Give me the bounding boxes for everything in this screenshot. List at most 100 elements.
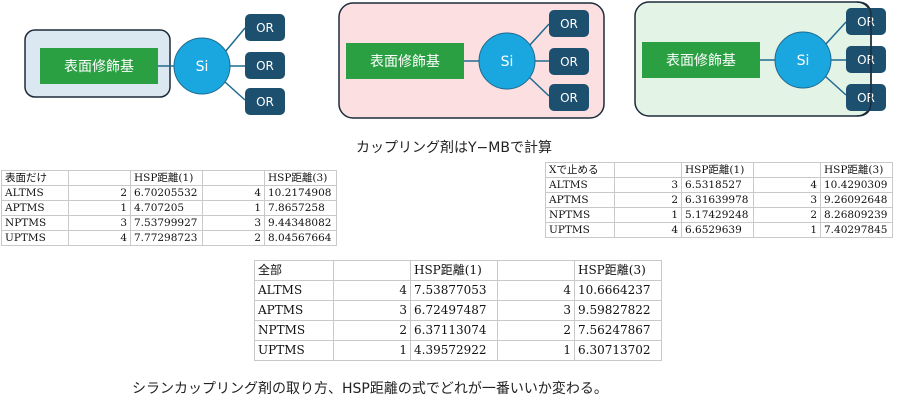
group-3-or-box-3 [846,84,886,111]
value-1: 6.31639978 [681,192,754,208]
table-row: APTMS 3 6.72497487 3 9.59827822 [254,300,662,321]
value-1: 6.70205532 [130,185,203,201]
table-row: NPTMS 2 6.37113074 2 7.56247867 [254,320,662,341]
rank-3: 4 [753,177,821,193]
table-row: NPTMS 1 5.17429248 2 8.26809239 [545,207,893,223]
group-1-or-label-2: OR [256,59,274,73]
caption-bottom: シランカップリング剤の取り方、HSP距離の式でどれが一番いいか変わる。 [132,381,608,397]
row-name: UPTMS [1,230,69,246]
row-name: UPTMS [545,222,615,238]
table-row: APTMS 1 4.707205 1 7.8657258 [1,200,337,216]
molecule-diagram: 表面修飾基 Si OR OR OR 表面修飾基 Si OR OR OR 表面修飾… [24,1,886,119]
value-1: 7.53799927 [130,215,203,231]
group-1-si-label: Si [196,59,209,75]
group-3-or-label-2: OR [857,53,875,67]
rank-1: 3 [68,215,131,231]
group-2-or-label-2: OR [560,55,578,69]
rank-3: 4 [202,185,265,201]
column-header-hsp1: HSP距離(1) [410,260,498,281]
rank-3: 1 [497,340,575,361]
group-3-or-label-1: OR [857,15,875,29]
group-3-surface-label: 表面修飾基 [666,52,736,69]
table-row: UPTMS 4 7.77298723 2 8.04567664 [1,230,337,246]
rank-3: 2 [202,230,265,246]
value-1: 6.72497487 [410,300,498,321]
table-header-row: 表面だけ HSP距離(1) HSP距離(3) [1,170,337,186]
value-1: 7.53877053 [410,280,498,301]
table-stop-at-x: Xで止める HSP距離(1) HSP距離(3) ALTMS 3 6.531852… [545,162,893,238]
row-name: ALTMS [545,177,615,193]
row-name: APTMS [254,300,334,321]
column-header-hsp3: HSP距離(3) [820,162,893,178]
table-row: UPTMS 1 4.39572922 1 6.30713702 [254,340,662,361]
table-title: 表面だけ [1,170,69,186]
row-name: ALTMS [254,280,334,301]
table-row: ALTMS 3 6.5318527 4 10.4290309 [545,177,893,193]
rank-1: 2 [68,185,131,201]
group-1-or-label-3: OR [256,95,274,109]
group-3-frame-edge [856,1,872,117]
group-1-or-box-2 [245,52,285,79]
table-all: 全部 HSP距離(1) HSP距離(3) ALTMS 4 7.53877053 … [254,260,662,361]
rank-3: 1 [202,200,265,216]
group-1-surface-box [40,48,158,84]
value-3: 8.04567664 [264,230,337,246]
value-1: 4.39572922 [410,340,498,361]
table-surface-only: 表面だけ HSP距離(1) HSP距離(3) ALTMS 2 6.7020553… [1,170,337,246]
group-1-or-box-1 [245,14,285,41]
rank-1: 1 [68,200,131,216]
group-2-or-label-3: OR [560,91,578,105]
row-name: NPTMS [254,320,334,341]
value-1: 5.17429248 [681,207,754,223]
group-3-si-circle [774,31,832,89]
value-3: 10.2174908 [264,185,337,201]
value-1: 6.5318527 [681,177,754,193]
rank-3: 3 [497,300,575,321]
row-name: UPTMS [254,340,334,361]
group-2-si-circle [478,32,536,90]
group-3-surface-box [642,42,760,78]
group-2-surface-box [346,43,464,79]
value-1: 6.6529639 [681,222,754,238]
value-3: 7.40297845 [820,222,893,238]
row-name: ALTMS [1,185,69,201]
rank-1: 2 [614,192,682,208]
group-3-si-label: Si [797,53,810,69]
rank-1: 3 [333,300,411,321]
group-3-or-box-2 [846,46,886,73]
rank-3: 3 [753,192,821,208]
value-3: 9.59827822 [574,300,662,321]
rank-3: 4 [497,280,575,301]
value-1: 4.707205 [130,200,203,216]
table-row: NPTMS 3 7.53799927 3 9.44348082 [1,215,337,231]
group-2-or-box-2 [549,48,589,75]
row-name: APTMS [1,200,69,216]
table-row: APTMS 2 6.31639978 3 9.26092648 [545,192,893,208]
rank-1: 2 [333,320,411,341]
value-1: 7.77298723 [130,230,203,246]
group-3-or-box-1 [846,8,886,35]
value-3: 10.6664237 [574,280,662,301]
value-1: 6.37113074 [410,320,498,341]
rank-1: 4 [614,222,682,238]
group-3-or-label-3: OR [857,91,875,105]
row-name: NPTMS [545,207,615,223]
rank-3: 2 [753,207,821,223]
table-header-row: Xで止める HSP距離(1) HSP距離(3) [545,162,893,178]
value-3: 8.26809239 [820,207,893,223]
rank-3: 3 [202,215,265,231]
value-3: 7.8657258 [264,200,337,216]
rank-3: 1 [753,222,821,238]
rank-1: 4 [68,230,131,246]
group-1-or-box-3 [245,88,285,115]
table-row: UPTMS 4 6.6529639 1 7.40297845 [545,222,893,238]
rank-1: 1 [614,207,682,223]
rank-1: 3 [614,177,682,193]
value-3: 6.30713702 [574,340,662,361]
group-1-surface-label: 表面修飾基 [64,58,134,75]
table-title: Xで止める [545,162,615,178]
rank-1: 4 [333,280,411,301]
row-name: NPTMS [1,215,69,231]
group-2-or-box-1 [549,10,589,37]
group-2-or-box-3 [549,84,589,111]
